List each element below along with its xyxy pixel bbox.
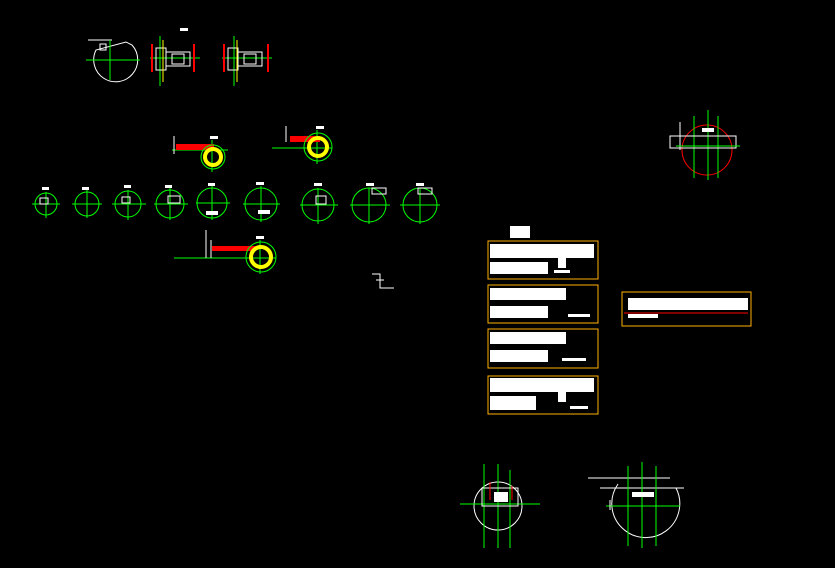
note-panel-2[interactable] — [487, 284, 599, 324]
small-circle-view-2[interactable] — [72, 187, 102, 218]
small-circle-row — [32, 182, 440, 224]
pipe-end-view-top-left[interactable] — [86, 39, 140, 83]
small-circle-view-4[interactable] — [154, 185, 188, 220]
notes-heading-block — [510, 226, 530, 238]
small-circle-view-5[interactable] — [196, 183, 230, 220]
small-circle-view-1[interactable] — [32, 187, 60, 218]
bottom-section-view-left[interactable] — [460, 464, 540, 548]
side-note-panel[interactable] — [621, 291, 752, 327]
note-panel-3[interactable] — [487, 328, 599, 369]
ring-detail-3[interactable] — [174, 230, 277, 274]
valve-assembly-left[interactable] — [150, 36, 200, 86]
small-circle-view-7[interactable] — [300, 183, 338, 224]
notes-section — [487, 226, 752, 415]
small-circle-view-6[interactable] — [243, 182, 280, 222]
top-label-block — [180, 28, 188, 31]
note-panel-4[interactable] — [487, 375, 599, 415]
bottom-section-view-right[interactable] — [588, 462, 684, 548]
tank-section-view[interactable] — [669, 110, 740, 180]
note-panel-1[interactable] — [487, 240, 599, 280]
small-circle-view-3[interactable] — [112, 185, 146, 220]
valve-assembly-right[interactable] — [222, 36, 272, 86]
ring-detail-2[interactable] — [272, 126, 333, 164]
small-circle-view-8[interactable] — [350, 183, 390, 224]
small-circle-view-9[interactable] — [400, 183, 440, 224]
ring-detail-1[interactable] — [172, 136, 228, 172]
bracket-symbol[interactable] — [372, 273, 394, 289]
